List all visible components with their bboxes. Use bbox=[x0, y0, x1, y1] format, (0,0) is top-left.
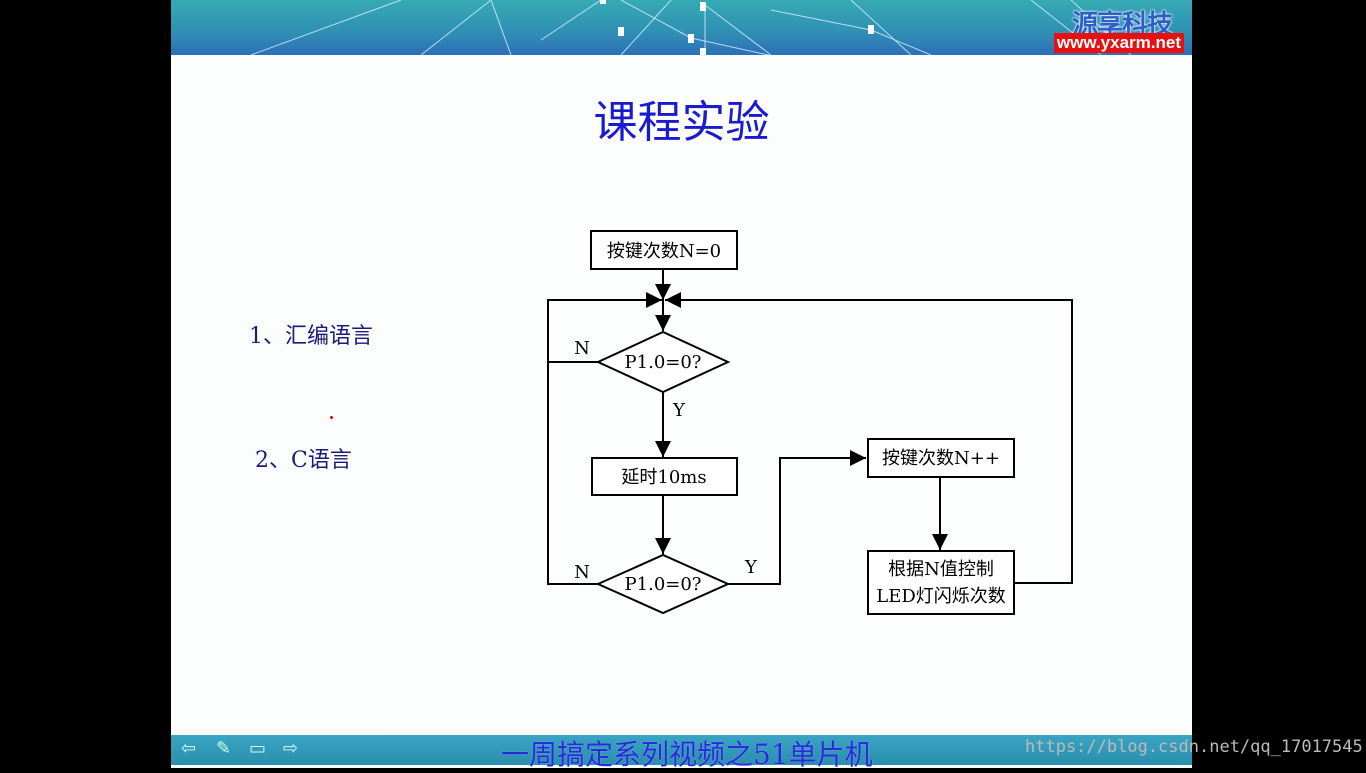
yes-label-2: Y bbox=[744, 557, 758, 578]
slide: 源享科技 www.yxarm.net 课程实验 1、汇编语言 2、C语言 按键次… bbox=[171, 0, 1192, 771]
no-label-2: N bbox=[574, 562, 590, 583]
start-box bbox=[590, 230, 738, 270]
slide-footer: ⇦ ✎ ▭ ⇨ 一周搞定系列视频之51单片机 bbox=[171, 735, 1192, 771]
pen-icon[interactable]: ✎ bbox=[216, 738, 232, 759]
next-slide-icon[interactable]: ⇨ bbox=[283, 738, 299, 759]
control-label-line2: LED灯闪烁次数 bbox=[876, 586, 1006, 607]
menu-icon[interactable]: ▭ bbox=[249, 738, 267, 759]
control-box bbox=[867, 550, 1015, 615]
condition1-label: P1.0=0? bbox=[625, 352, 702, 373]
no-label-1: N bbox=[574, 338, 590, 359]
watermark: https://blog.csdn.net/qq_17017545 bbox=[1025, 737, 1363, 757]
control-label-line1: 根据N值控制 bbox=[888, 559, 994, 580]
slide-header: 源享科技 www.yxarm.net bbox=[171, 0, 1192, 55]
logo-url: www.yxarm.net bbox=[1053, 33, 1184, 53]
increment-label: 按键次数N++ bbox=[882, 448, 1000, 469]
delay-label: 延时10ms bbox=[621, 467, 706, 488]
condition2-label: P1.0=0? bbox=[625, 574, 702, 595]
flowchart: 按键次数N=0 P1.0=0? 延时10ms P1.0=0? 按键次数N++ 根… bbox=[547, 230, 1073, 615]
condition1-diamond bbox=[595, 330, 731, 394]
previous-slide-icon[interactable]: ⇦ bbox=[181, 738, 197, 759]
list-item-c: 2、C语言 bbox=[255, 448, 352, 473]
yes-label-1: Y bbox=[672, 400, 686, 421]
list-item-assembly: 1、汇编语言 bbox=[249, 324, 373, 349]
network-decoration bbox=[250, 0, 1132, 55]
increment-box bbox=[867, 438, 1015, 478]
delay-box bbox=[591, 457, 738, 496]
pointer-dot bbox=[330, 416, 333, 419]
start-label: 按键次数N=0 bbox=[607, 241, 721, 262]
slide-title: 课程实验 bbox=[593, 97, 770, 148]
footer-title: 一周搞定系列视频之51单片机 bbox=[501, 738, 873, 771]
